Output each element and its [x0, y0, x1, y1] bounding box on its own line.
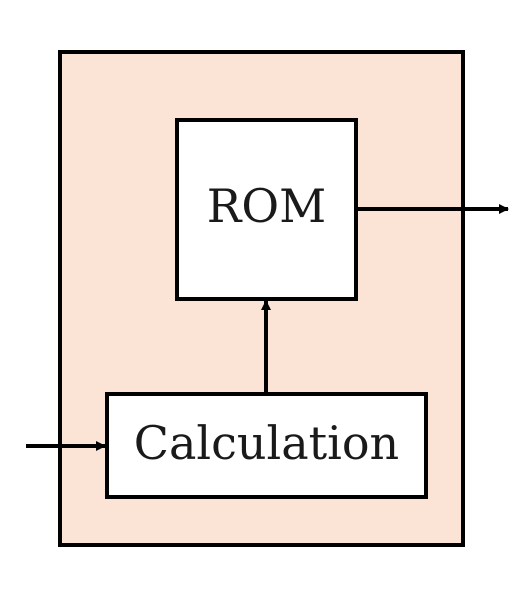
- calculation-block: Calculation: [105, 392, 428, 499]
- calculation-label: Calculation: [134, 416, 399, 470]
- rom-box: [175, 118, 358, 301]
- rom-block: ROM: [175, 118, 358, 301]
- rom-label: ROM: [207, 179, 326, 233]
- calculation-box: [105, 392, 428, 499]
